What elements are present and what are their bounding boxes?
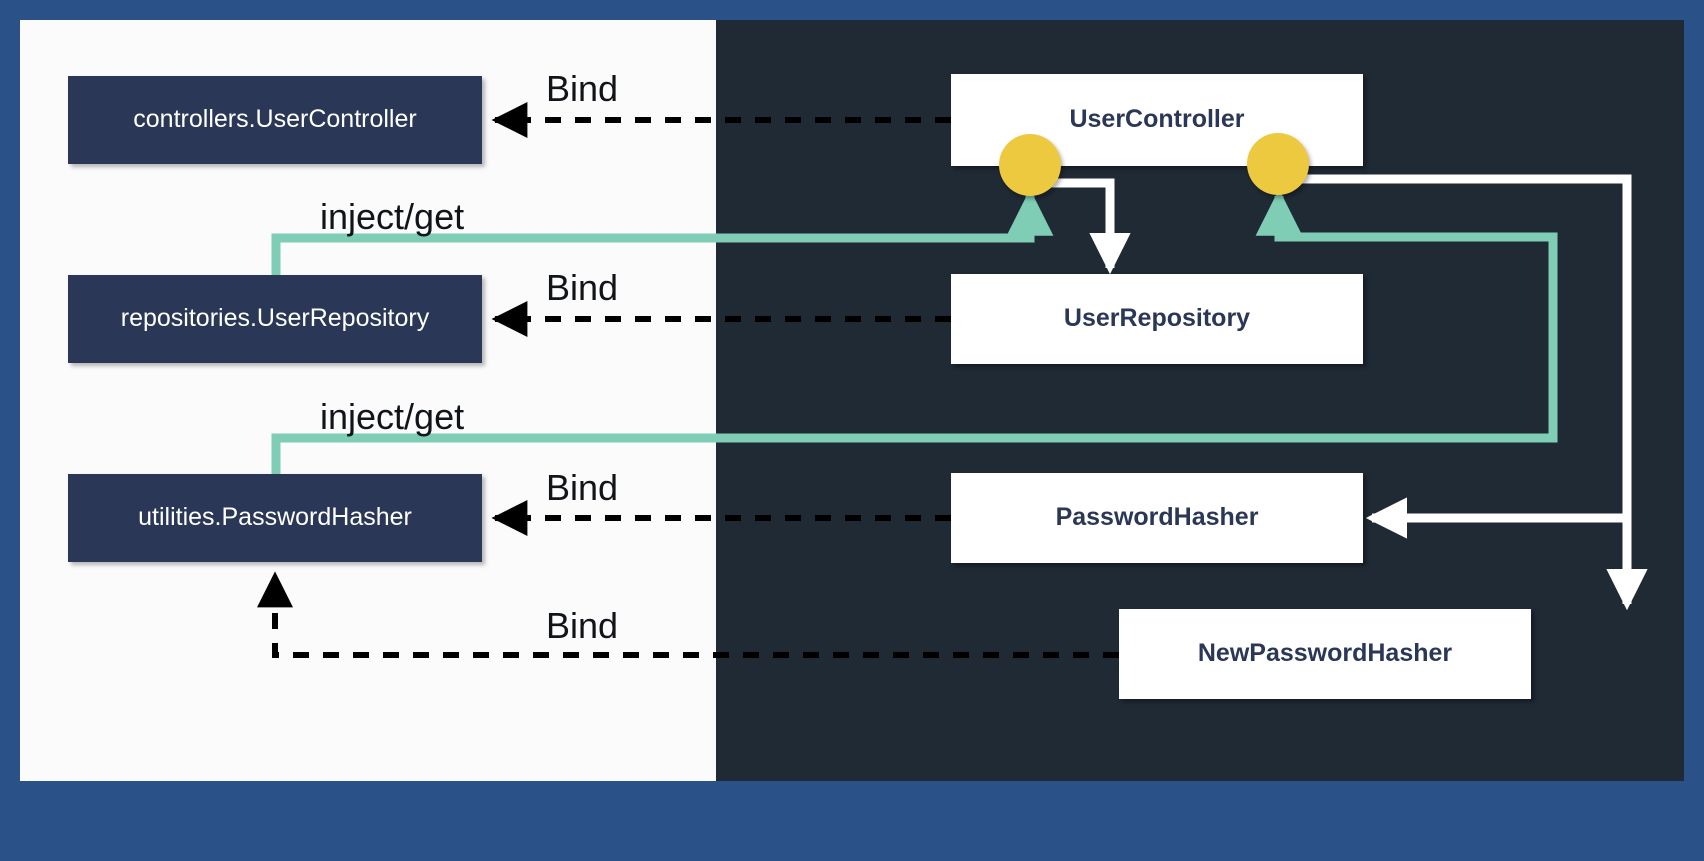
edge-label-bind-passwordhasher: Bind (546, 467, 619, 508)
dependency-port-icon-1[interactable] (999, 134, 1061, 196)
implementation-node-label: NewPasswordHasher (1197, 639, 1453, 668)
edge-label-inject-userrepository: inject/get (320, 196, 465, 237)
dependency-port-icon-2[interactable] (1247, 133, 1309, 195)
interface-node-controllers-usercontroller[interactable]: controllers.UserController (68, 76, 482, 164)
implementation-node-label: UserController (1069, 105, 1245, 134)
edge-label-bind-userrepository: Bind (546, 267, 619, 308)
interface-node-label: utilities.PasswordHasher (138, 503, 412, 532)
interface-node-utilities-passwordhasher[interactable]: utilities.PasswordHasher (68, 474, 482, 562)
implementation-node-newpasswordhasher[interactable]: NewPasswordHasher (1119, 609, 1531, 699)
implementation-node-label: UserRepository (1063, 304, 1251, 333)
implementation-node-passwordhasher[interactable]: PasswordHasher (951, 473, 1363, 563)
interface-node-label: repositories.UserRepository (120, 304, 430, 333)
edge-label-bind-newpasswordhasher: Bind (546, 605, 619, 646)
implementation-node-userrepository[interactable]: UserRepository (951, 274, 1363, 364)
edge-label-inject-passwordhasher: inject/get (320, 396, 465, 437)
interface-node-label: controllers.UserController (133, 105, 417, 134)
implementation-node-label: PasswordHasher (1055, 503, 1259, 532)
interface-node-repositories-userrepository[interactable]: repositories.UserRepository (68, 275, 482, 363)
edge-label-bind-usercontroller: Bind (546, 68, 619, 109)
